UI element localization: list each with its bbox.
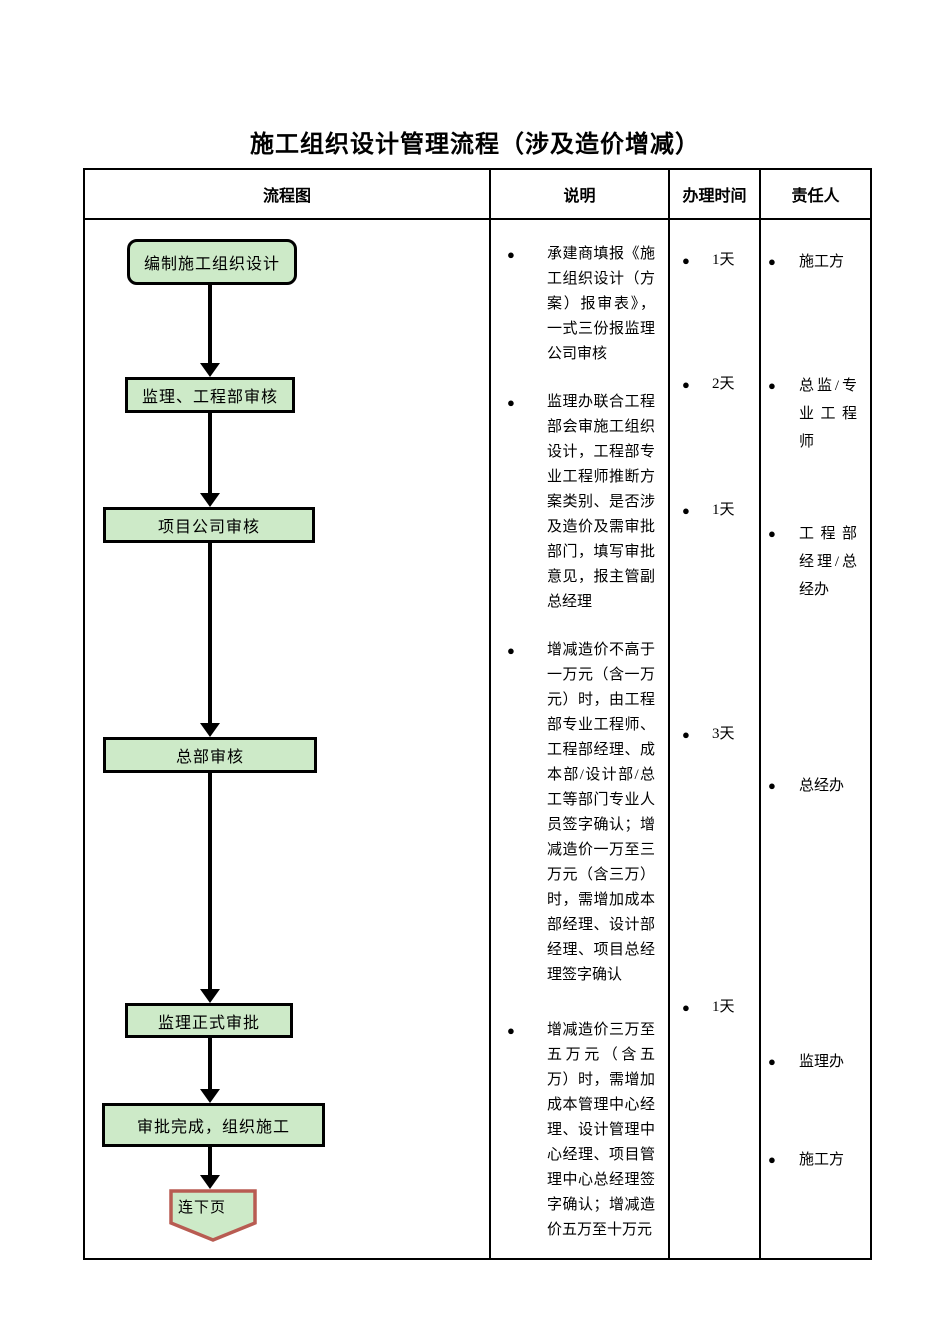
- list-item: ● 总经办: [768, 772, 857, 800]
- bullet-icon: ●: [768, 526, 776, 541]
- list-item: ● 3天: [682, 722, 735, 747]
- bullet-icon: ●: [682, 377, 690, 392]
- flow-node-label: 连下页: [178, 1200, 227, 1216]
- flow-node-headquarters-review: 总部审核: [103, 737, 317, 773]
- description-text: 监理办联合工程部会审施工组织设计，工程部专业工程师推断方案类别、是否涉及造价及需…: [547, 394, 655, 610]
- responsible-text: 施工方: [799, 254, 845, 270]
- list-item: ● 承建商填报《施工组织设计（方案）报审表》，一式三份报监理公司审核: [507, 242, 655, 367]
- list-item: ● 监理办联合工程部会审施工组织设计，工程部专业工程师推断方案类别、是否涉及造价…: [507, 390, 655, 615]
- column-header-flowchart: 流程图: [85, 170, 489, 220]
- description-text: 承建商填报《施工组织设计（方案）报审表》，一式三份报监理公司审核: [547, 246, 655, 362]
- duration-text: 1天: [712, 999, 735, 1015]
- bullet-icon: ●: [768, 1152, 776, 1167]
- flow-node-label: 编制施工组织设计: [143, 256, 280, 273]
- flow-arrow-down-icon: [200, 773, 220, 1003]
- list-item: ● 增减造价不高于一万元（含一万元）时，由工程部专业工程师、工程部经理、成本部/…: [507, 638, 655, 988]
- bullet-icon: ●: [507, 395, 515, 410]
- list-item: ● 1天: [682, 995, 735, 1020]
- bullet-icon: ●: [768, 378, 776, 393]
- flow-offpage-connector: 连下页: [169, 1189, 257, 1243]
- flow-node-approval-complete: 审批完成，组织施工: [102, 1103, 325, 1147]
- bullet-icon: ●: [507, 1023, 515, 1038]
- responsible-text: 总监/专业工程师: [799, 378, 857, 450]
- description-cell: ● 承建商填报《施工组织设计（方案）报审表》，一式三份报监理公司审核 ● 监理办…: [489, 220, 668, 1258]
- responsible-text: 监理办: [799, 1054, 845, 1070]
- bullet-icon: ●: [507, 643, 515, 658]
- flow-arrow-down-icon: [200, 543, 220, 737]
- list-item: ● 1天: [682, 498, 735, 523]
- description-text: 增减造价三万至五万元（含五万）时，需增加成本管理中心经理、设计管理中心经理、项目…: [547, 1022, 655, 1238]
- bullet-icon: ●: [682, 253, 690, 268]
- bullet-icon: ●: [682, 1000, 690, 1015]
- flow-node-prepare-design: 编制施工组织设计: [127, 239, 297, 285]
- list-item: ● 施工方: [768, 1146, 857, 1174]
- flow-arrow-down-icon: [200, 1147, 220, 1189]
- bullet-icon: ●: [682, 727, 690, 742]
- duration-text: 2天: [712, 376, 735, 392]
- list-item: ● 工程部经理/总经办: [768, 520, 857, 604]
- responsible-text: 工程部经理/总经办: [799, 526, 857, 598]
- list-item: ● 监理办: [768, 1048, 857, 1076]
- list-item: ● 2天: [682, 372, 735, 397]
- flow-node-project-company-review: 项目公司审核: [103, 507, 315, 543]
- bullet-icon: ●: [768, 1054, 776, 1069]
- responsible-cell: ● 施工方 ● 总监/专业工程师 ● 工程部经理/总经办 ● 总经办 ● 监理办…: [759, 220, 870, 1258]
- duration-text: 3天: [712, 726, 735, 742]
- flow-node-label: 监理正式审批: [157, 1014, 260, 1032]
- flow-node-label: 监理、工程部审核: [141, 389, 278, 406]
- column-header-responsible: 责任人: [759, 170, 870, 220]
- column-header-duration: 办理时间: [668, 170, 759, 220]
- flow-arrow-down-icon: [200, 1038, 220, 1103]
- flow-node-supervisor-review: 监理、工程部审核: [125, 377, 295, 413]
- bullet-icon: ●: [682, 503, 690, 518]
- bullet-icon: ●: [768, 778, 776, 793]
- flow-node-label: 总部审核: [175, 749, 244, 766]
- flow-node-formal-approval: 监理正式审批: [125, 1003, 293, 1038]
- offpage-connector-shape-icon: [169, 1189, 257, 1242]
- duration-text: 1天: [712, 252, 735, 268]
- flowchart-cell: 编制施工组织设计 监理、工程部审核 项目公司审核 总部审核 监理正式审批 审批完…: [85, 220, 489, 1258]
- flow-arrow-down-icon: [200, 285, 220, 377]
- process-table: 流程图 说明 办理时间 责任人 编制施工组织设计 监理、工程部审核 项目公司审核…: [83, 168, 872, 1260]
- responsible-text: 总经办: [799, 778, 845, 794]
- duration-cell: ● 1天 ● 2天 ● 1天 ● 3天 ● 1天: [668, 220, 759, 1258]
- list-item: ● 增减造价三万至五万元（含五万）时，需增加成本管理中心经理、设计管理中心经理、…: [507, 1018, 655, 1243]
- list-item: ● 1天: [682, 248, 735, 273]
- column-header-description: 说明: [489, 170, 668, 220]
- list-item: ● 施工方: [768, 248, 857, 276]
- flow-node-label: 项目公司审核: [157, 519, 260, 536]
- bullet-icon: ●: [507, 247, 515, 262]
- flow-node-label: 审批完成，组织施工: [136, 1119, 290, 1136]
- flow-arrow-down-icon: [200, 413, 220, 507]
- bullet-icon: ●: [768, 254, 776, 269]
- description-text: 增减造价不高于一万元（含一万元）时，由工程部专业工程师、工程部经理、成本部/设计…: [547, 642, 655, 983]
- responsible-text: 施工方: [799, 1152, 845, 1168]
- duration-text: 1天: [712, 502, 735, 518]
- list-item: ● 总监/专业工程师: [768, 372, 857, 456]
- page-title: 施工组织设计管理流程（涉及造价增减）: [250, 132, 700, 158]
